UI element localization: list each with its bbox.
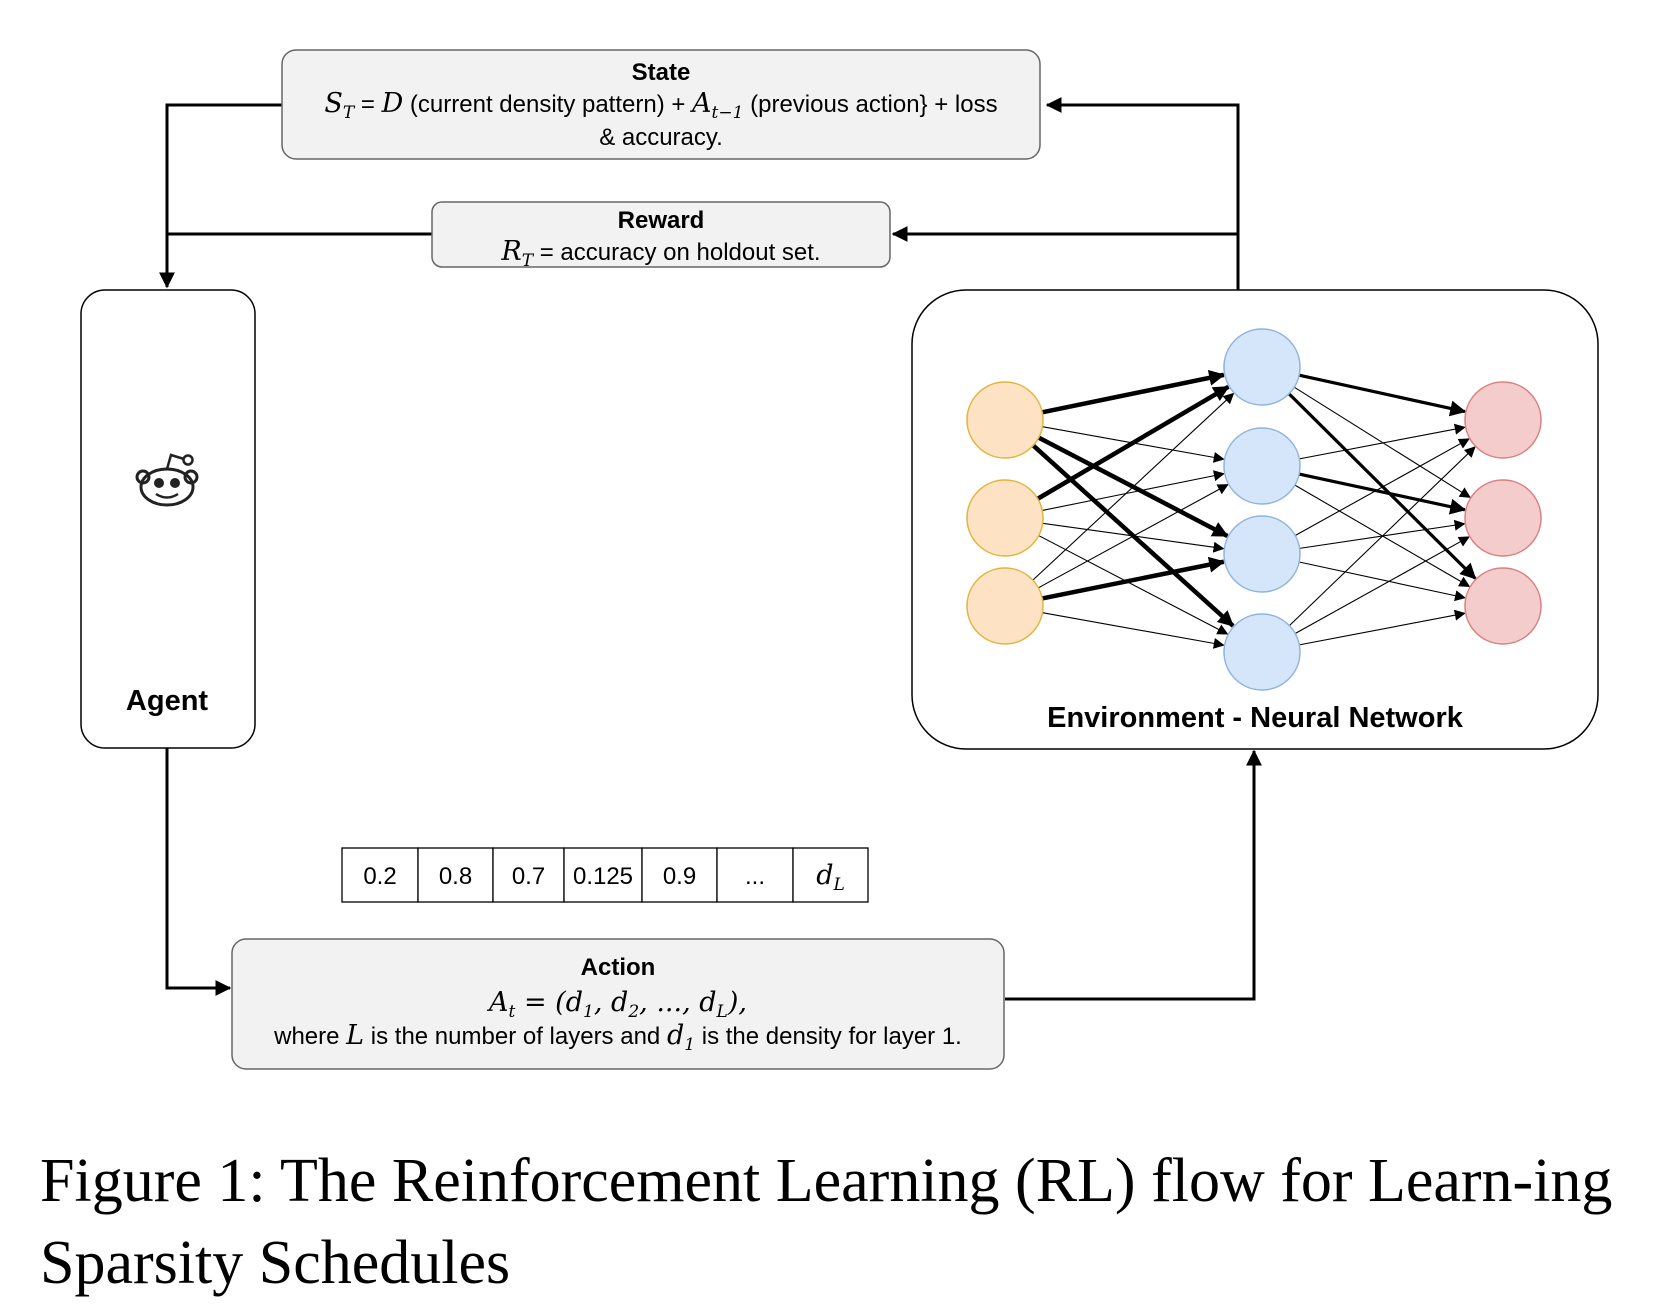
nn-edge-h3-out0 bbox=[1288, 446, 1476, 627]
action-desc-d: d bbox=[667, 1020, 684, 1051]
nn-edge-h1-out0 bbox=[1299, 423, 1466, 460]
nn-edge-h2-out2 bbox=[1299, 561, 1466, 602]
hidden-node-3 bbox=[1223, 515, 1301, 593]
density-value-6: ... bbox=[745, 863, 765, 890]
action-dL-sub: L bbox=[716, 1002, 728, 1022]
action-desc-b: is the number of layers and bbox=[364, 1023, 667, 1050]
env-to-state-arrow bbox=[1045, 97, 1240, 292]
state-end-text: (previous action} + loss bbox=[743, 91, 997, 118]
nn-edge-h0-out0 bbox=[1298, 373, 1467, 417]
action-d1-sub: 1 bbox=[583, 1002, 594, 1022]
output-node-1 bbox=[1464, 381, 1542, 459]
action-d2: d bbox=[611, 987, 628, 1018]
density-value-1: 0.2 bbox=[363, 863, 396, 890]
reward-title: Reward bbox=[618, 207, 705, 234]
nn-edge-in0-h0 bbox=[1041, 370, 1226, 415]
state-d-symbol: D bbox=[381, 88, 404, 119]
input-node-1 bbox=[966, 381, 1044, 459]
nn-edge-in2-h1 bbox=[1038, 484, 1229, 589]
nn-edge-h0-out1 bbox=[1293, 386, 1471, 498]
density-value-7: dL bbox=[816, 860, 845, 895]
figure-caption: Figure 1: The Reinforcement Learning (RL… bbox=[40, 1147, 1613, 1297]
action-dL: d bbox=[699, 987, 716, 1018]
state-box: State ST = D (current density pattern) +… bbox=[281, 49, 1041, 160]
reward-formula: RT = accuracy on holdout set. bbox=[500, 236, 820, 271]
action-desc-a: where bbox=[273, 1023, 346, 1050]
state-a-symbol: A bbox=[689, 88, 712, 119]
nn-edge-h2-out0 bbox=[1294, 438, 1470, 537]
hidden-node-1 bbox=[1223, 328, 1301, 406]
input-node-2 bbox=[966, 479, 1044, 557]
output-node-2 bbox=[1464, 479, 1542, 557]
state-to-agent-arrow bbox=[159, 103, 282, 289]
input-node-3 bbox=[966, 567, 1044, 645]
nn-edges bbox=[1031, 370, 1477, 649]
action-desc-L: L bbox=[345, 1020, 364, 1051]
environment-box: Environment - Neural Network bbox=[911, 289, 1599, 750]
reward-r-subscript: T bbox=[522, 251, 535, 271]
output-node-3 bbox=[1464, 567, 1542, 645]
state-eq: = bbox=[354, 91, 381, 118]
action-desc-d-sub: 1 bbox=[684, 1035, 695, 1055]
state-formula: ST = D (current density pattern) + At−1 … bbox=[324, 88, 997, 123]
nn-edge-in2-h3 bbox=[1042, 612, 1225, 649]
agent-box: Agent bbox=[80, 289, 256, 749]
agent-to-action-arrow bbox=[165, 748, 232, 996]
action-description: where L is the number of layers and d1 i… bbox=[273, 1020, 962, 1055]
state-s-subscript: T bbox=[343, 103, 356, 123]
nn-edge-in1-h0 bbox=[1036, 384, 1230, 501]
nn-edge-h3-out2 bbox=[1299, 609, 1466, 646]
state-title: State bbox=[632, 59, 691, 86]
state-mid-text: (current density pattern) + bbox=[403, 91, 692, 118]
reddit-robot-icon bbox=[135, 453, 199, 507]
density-cell-3 bbox=[492, 847, 565, 903]
action-to-env-arrow bbox=[1005, 749, 1262, 1001]
nn-edge-in1-h3 bbox=[1038, 535, 1229, 635]
action-dots: ... bbox=[656, 987, 682, 1018]
reward-box: Reward RT = accuracy on holdout set. bbox=[431, 201, 891, 271]
action-title: Action bbox=[581, 954, 656, 981]
action-a-symbol: A bbox=[486, 987, 509, 1018]
density-cell-1 bbox=[341, 847, 419, 903]
nn-edge-h0-out2 bbox=[1287, 392, 1477, 580]
state-s-symbol: S bbox=[324, 88, 343, 119]
agent-label: Agent bbox=[126, 685, 209, 717]
action-comma2: , bbox=[639, 987, 656, 1018]
density-value-2: 0.8 bbox=[439, 863, 472, 890]
nn-edge-in2-h2 bbox=[1041, 556, 1226, 601]
reward-text: = accuracy on holdout set. bbox=[533, 239, 821, 266]
connectors bbox=[159, 97, 1262, 1001]
density-cell-7 bbox=[792, 847, 869, 903]
action-d1: d bbox=[566, 987, 583, 1018]
density-cell-4 bbox=[563, 847, 643, 903]
action-comma3: , bbox=[682, 987, 699, 1018]
nn-edge-h1-out1 bbox=[1298, 472, 1467, 515]
density-cell-5 bbox=[641, 847, 718, 903]
action-comma1: , bbox=[594, 987, 611, 1018]
action-desc-c: is the density for layer 1. bbox=[695, 1023, 962, 1050]
action-formula: At = (d1, d2, ..., dL), bbox=[486, 987, 747, 1022]
action-box: Action At = (d1, d2, ..., dL), where L i… bbox=[231, 938, 1005, 1070]
density-row: 0.2 0.8 0.7 0.125 0.9... dL bbox=[341, 847, 869, 903]
nn-nodes bbox=[966, 328, 1542, 691]
action-d2-sub: 2 bbox=[627, 1002, 639, 1022]
action-eq-open: = ( bbox=[515, 987, 567, 1018]
hidden-node-2 bbox=[1223, 427, 1301, 505]
reward-r-symbol: R bbox=[500, 236, 521, 267]
state-a-subscript: t−1 bbox=[712, 103, 744, 123]
environment-label: Environment - Neural Network bbox=[1047, 702, 1464, 734]
density-value-3: 0.7 bbox=[512, 863, 545, 890]
hidden-node-4 bbox=[1223, 613, 1301, 691]
density-value-4: 0.125 bbox=[573, 863, 633, 890]
density-value-5: 0.9 bbox=[663, 863, 696, 890]
nn-edge-in1-h1 bbox=[1042, 470, 1225, 512]
nn-edge-h3-out1 bbox=[1294, 536, 1470, 635]
state-line2: & accuracy. bbox=[599, 124, 723, 151]
action-eq-close: ), bbox=[727, 987, 747, 1018]
nn-edge-in2-h0 bbox=[1032, 392, 1235, 581]
action-a-subscript: t bbox=[509, 1002, 516, 1022]
